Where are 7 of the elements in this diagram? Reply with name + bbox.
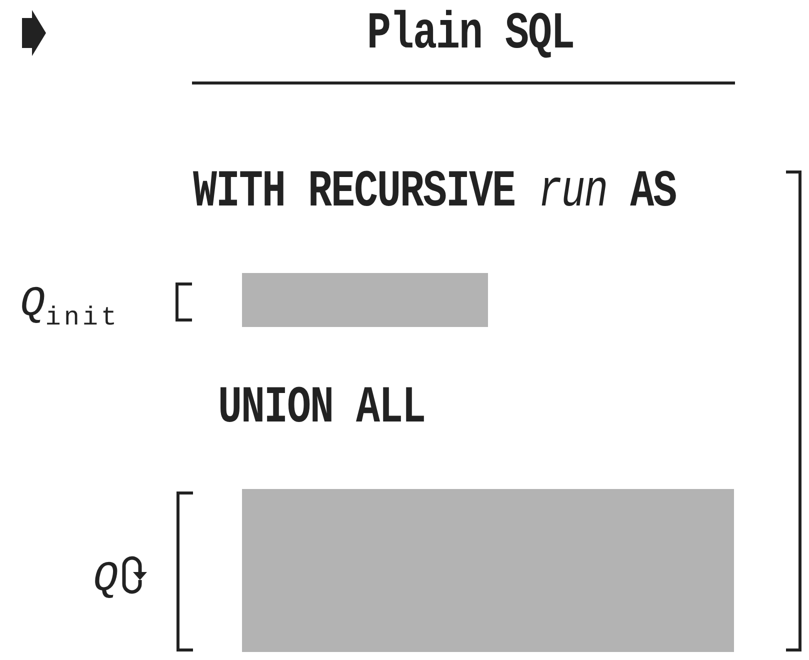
placeholder-box: [242, 489, 734, 652]
title: Plain SQL: [367, 10, 574, 62]
query-label: Q$_{init}$: [20, 283, 120, 330]
sql-keyword-line: WITH RECURSIVE run AS: [193, 168, 676, 220]
query-label: Q: [93, 558, 118, 600]
placeholder-box: [242, 273, 488, 327]
sql-keyword-line: UNION ALL: [218, 384, 426, 436]
